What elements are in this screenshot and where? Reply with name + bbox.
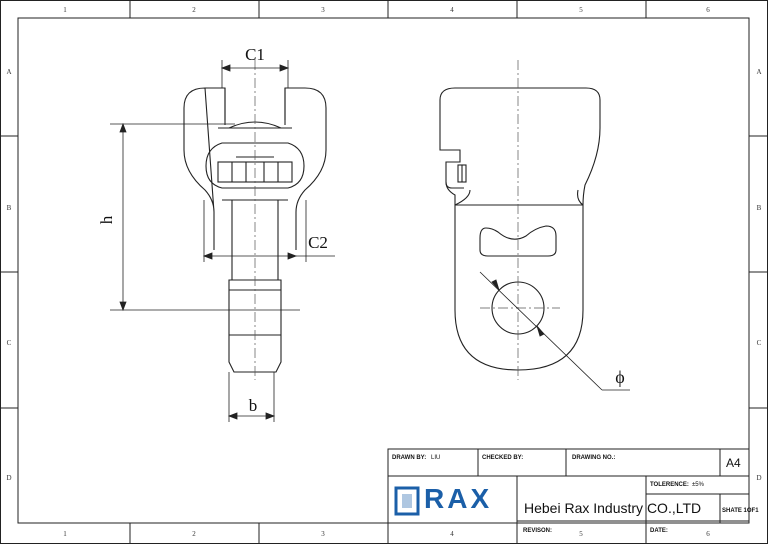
zone-col-2-bottom: 2 [192,530,196,538]
zone-row-c: C [7,339,12,347]
dim-c2-label: C2 [308,233,328,252]
zone-row-b-right: B [757,204,762,212]
zone-row-b: B [7,204,12,212]
dim-h-label: h [97,215,116,224]
tolerance-label: TOLERENCE: [650,482,689,488]
logo-mark [394,486,420,516]
dim-c1-label: C1 [245,45,265,64]
date-label: DATE: [650,528,668,534]
dim-b-label: b [249,396,258,415]
zone-row-d: D [6,474,11,482]
dim-phi-label: ϕ [615,367,624,387]
zone-labels: 1 2 3 4 5 6 1 2 3 4 5 6 A B C D A B C D [6,6,761,538]
tolerance-value: ±5% [692,482,704,488]
revision-label: REVISON: [523,528,553,534]
zone-col-4: 4 [450,6,454,14]
phi-dimension [479,271,630,391]
zone-row-a: A [6,68,11,76]
logo-text: RAX [424,483,493,514]
zone-col-1: 1 [63,6,67,14]
zone-col-1-bottom: 1 [63,530,67,538]
zone-col-3-bottom: 3 [321,530,325,538]
zone-col-5: 5 [579,6,583,14]
zone-col-6-bottom: 6 [706,530,710,538]
front-dimensions [110,60,335,422]
zone-row-a-right: A [756,68,761,76]
drawn-by-value: LIU [431,455,441,461]
sheet-size: A4 [726,456,741,470]
company-name: Hebei Rax Industry CO.,LTD [524,500,702,516]
title-block-grid [387,448,750,524]
zone-col-2: 2 [192,6,196,14]
zone-col-3: 3 [321,6,325,14]
zone-col-4-bottom: 4 [450,530,454,538]
zone-col-6: 6 [706,6,710,14]
sheet-label: SHATE 1OF1 [722,508,759,514]
inner-frame [17,17,750,524]
zone-row-d-right: D [756,474,761,482]
zone-row-c-right: C [757,339,762,347]
zone-col-5-bottom: 5 [579,530,583,538]
side-view [439,87,601,371]
front-view [183,87,327,373]
checked-by-label: CHECKED BY: [482,455,524,461]
drawing-no-label: DRAWING NO.: [572,455,616,461]
drawn-by-label: DRAWN BY: [392,455,427,461]
